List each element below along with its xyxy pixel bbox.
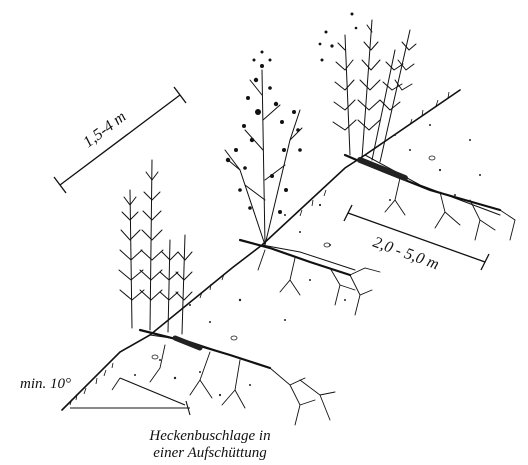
roots [150,345,335,425]
slope-profile [62,90,500,410]
shrub [119,160,192,334]
stem-bundle [140,330,270,368]
caption-line-2: einer Aufschüttung [60,445,360,462]
hedge-layer-1 [119,160,335,425]
shrub [333,20,416,162]
dimension-spacing-plants [54,87,186,193]
label-spacing-plants: 1,5-4 m [80,108,129,151]
label-spacing-layers: 2,0 - 5,0 m [371,234,442,274]
caption-line-1: Heckenbuschlage in [60,428,360,445]
hedge-layer-2 [225,51,380,316]
label-min-angle: min. 10° [20,376,71,392]
foliage-dots [319,13,358,62]
hedge-layer-3 [319,13,515,241]
roots [258,250,380,315]
figure-caption: Heckenbuschlage in einer Aufschüttung [60,428,360,462]
stem-bundle [240,240,350,275]
